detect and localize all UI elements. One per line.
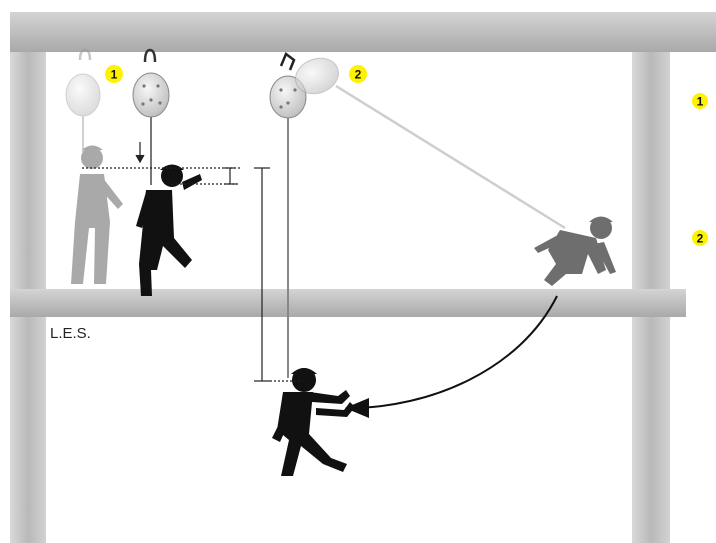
swing-fall-arrow [345,295,558,418]
worker-crouching-edge [534,216,616,286]
deceleration-distance-marker [82,142,240,185]
srl-device-1 [132,48,170,185]
svg-text:1: 1 [111,68,118,82]
worker-faded-standing [71,145,123,284]
worker-dark-walking [136,164,202,296]
fall-clearance-marker [254,167,300,382]
srl-device-2-swung [295,57,566,230]
svg-text:2: 2 [355,68,362,82]
legend-marker-1: 1 [692,93,708,109]
svg-text:1: 1 [697,95,704,109]
badge-2: 2 [349,65,367,83]
worker-falling [272,368,355,476]
floor-slab [10,289,686,317]
badge-1: 1 [105,65,123,83]
les-label: L.E.S. [50,325,91,342]
legend-marker-2: 2 [692,230,708,246]
svg-text:2: 2 [697,232,704,246]
top-beam [10,12,716,52]
srl-device-2 [269,52,307,378]
srl-device-faded [65,48,101,152]
